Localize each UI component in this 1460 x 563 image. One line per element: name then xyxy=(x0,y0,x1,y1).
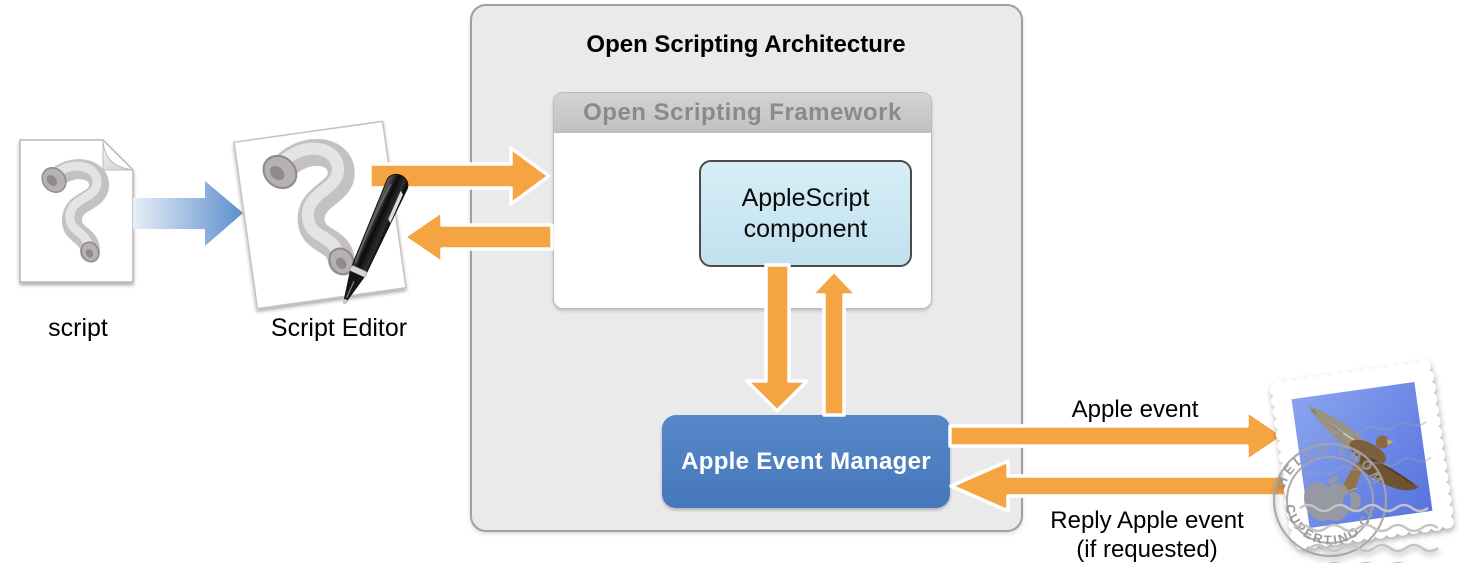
mail-stamp-icon: HELLO FROM CUPERTINO CA xyxy=(1269,360,1455,563)
script-to-editor-arrow xyxy=(133,181,243,246)
apple-event-manager-box: Apple Event Manager xyxy=(662,415,950,508)
postmark: HELLO FROM CUPERTINO CA xyxy=(1272,441,1439,563)
hawk-image xyxy=(1308,405,1420,497)
reply-apple-event-label: Reply Apple event (if requested) xyxy=(1050,506,1243,563)
reply-label-line1: Reply Apple event xyxy=(1050,507,1244,534)
framework-header: Open Scripting Framework xyxy=(554,93,931,133)
scroll-glyph-icon xyxy=(254,140,360,288)
hawk-beak xyxy=(1387,439,1394,446)
component-label-line2: component xyxy=(743,214,868,243)
page-fold xyxy=(102,139,134,171)
script-file-icon xyxy=(19,139,134,283)
svg-text:HELLO FROM: HELLO FROM xyxy=(1273,441,1386,488)
open-scripting-framework-box: Open Scripting Framework xyxy=(553,92,932,309)
stamp-blue-field xyxy=(1291,382,1433,528)
pen-clip xyxy=(388,190,403,224)
apple-logo-icon xyxy=(1303,476,1362,521)
stamp-perforation xyxy=(1269,360,1455,550)
pen-nib xyxy=(343,270,365,305)
diagram-title: Open Scripting Architecture xyxy=(586,31,906,58)
event-manager-label: Apple Event Manager xyxy=(681,447,931,475)
apple-event-label: Apple event xyxy=(1071,396,1199,423)
script-editor-icon xyxy=(233,120,407,310)
script-label: script xyxy=(48,314,108,342)
component-label-line1: AppleScript xyxy=(741,183,870,212)
cancellation-lines xyxy=(1293,503,1439,563)
reply-label-line2: (if requested) xyxy=(1076,536,1218,563)
scroll-glyph-icon xyxy=(37,163,102,265)
fountain-pen-icon xyxy=(342,173,409,305)
postmark-top-text: HELLO FROM xyxy=(1273,441,1383,488)
pen-band xyxy=(349,265,368,278)
script-editor-label: Script Editor xyxy=(270,314,408,342)
applescript-component-box: AppleScript component xyxy=(699,160,912,267)
postmark-bottom-text: CUPERTINO CA xyxy=(1282,503,1375,548)
svg-text:CUPERTINO CA: CUPERTINO CA xyxy=(1282,503,1378,548)
